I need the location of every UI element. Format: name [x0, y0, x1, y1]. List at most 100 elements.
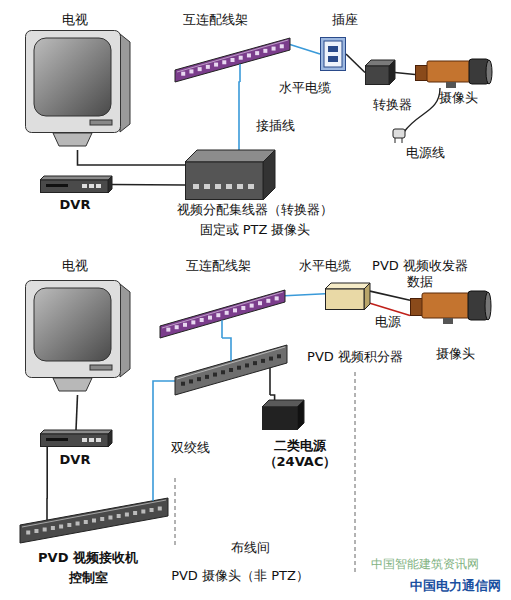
dvr-recorder-illustration [40, 430, 112, 447]
node-label: 转换器 [362, 97, 422, 113]
node-label: 互连配线架 [168, 258, 268, 274]
video-receiver-part [51, 526, 55, 530]
node-label: 摄像头 [425, 346, 485, 362]
video-integrator-part [277, 354, 281, 358]
node-label: DVR [45, 197, 105, 213]
video-transceiver: PVD 视频收发器 [325, 283, 370, 310]
wall-socket-part [321, 38, 346, 71]
watermark: 中国智能建筑资讯网 [350, 556, 500, 572]
patch-panel-part [222, 60, 226, 64]
node-label: PVD 视频收发器 [360, 258, 480, 274]
video-transceiver-part [325, 283, 370, 289]
video-receiver-part [92, 519, 96, 523]
video-integrator-part [229, 368, 233, 372]
node-label: 二类电源 （24VAC） [260, 438, 340, 470]
patch-panel-part [250, 304, 254, 308]
video-transceiver-part [364, 283, 370, 310]
video-integrator-part [253, 361, 257, 365]
zone-label: 布线间 [210, 540, 290, 556]
tv-monitor-part [26, 31, 131, 147]
tv-monitor-part [34, 288, 111, 361]
patch-panel-part [181, 72, 185, 76]
dvr-recorder: DVR [40, 430, 112, 447]
camera: 摄像头 [415, 58, 493, 88]
video-receiver-part [20, 498, 168, 543]
camera-illustration [415, 58, 493, 88]
patch-panel-part [177, 40, 288, 72]
patch-panel: 互连配线架 [175, 38, 290, 82]
converter-illustration [365, 60, 395, 85]
video-integrator-part [245, 363, 249, 367]
tv-monitor-part [90, 120, 112, 125]
wall-socket-part [324, 41, 342, 67]
video-integrator-part [261, 359, 265, 363]
patch-panel-illustration [160, 290, 285, 338]
video-receiver-part [84, 520, 88, 524]
zone-label: 控制室 [48, 570, 128, 586]
cable-connector [270, 395, 275, 400]
patch-panel-part [241, 306, 245, 310]
wall-socket-part [321, 38, 346, 71]
video-integrator-part [213, 373, 217, 377]
patch-panel-part [247, 53, 251, 57]
patch-panel-part [221, 320, 223, 338]
patch-panel-part [206, 65, 210, 69]
video-hub-part [185, 150, 275, 162]
power-supply: 二类电源 （24VAC） [262, 400, 304, 430]
patch-panel-part [239, 64, 241, 82]
dvr-recorder-part [108, 430, 112, 447]
video-transceiver-part [325, 283, 370, 310]
camera-part [416, 66, 428, 81]
patch-panel-part [233, 308, 237, 312]
power-supply-part [263, 407, 298, 430]
dvr-recorder-part [89, 438, 94, 442]
video-receiver-part [26, 531, 30, 535]
camera-part [443, 318, 453, 324]
tv-monitor-part [26, 31, 121, 133]
cable-connector [222, 338, 231, 345]
node-label: DVR [45, 452, 105, 468]
cable-connector [112, 184, 185, 186]
video-receiver-part [67, 523, 71, 527]
wall-socket-part [328, 56, 338, 62]
video-integrator-part [221, 370, 225, 374]
dvr-recorder-part [108, 176, 112, 193]
patch-panel-part [225, 311, 229, 315]
dvr-recorder-part [40, 430, 112, 447]
dvr-recorder-part [96, 438, 101, 442]
patch-panel-part [175, 38, 290, 82]
tv-monitor-part [26, 281, 121, 378]
camera-part [422, 293, 470, 318]
cable-connector [395, 73, 415, 75]
edge-label: 水平电缆 [285, 258, 365, 274]
cable-connector [76, 395, 78, 430]
patch-panel-part [183, 323, 187, 327]
patch-panel-part [200, 318, 204, 322]
node-label: PVD 视频接收机 [8, 550, 168, 566]
video-receiver-part [117, 514, 121, 518]
video-receiver-part [100, 517, 104, 521]
dvr-recorder-illustration [40, 176, 112, 193]
dvr-recorder-part [40, 176, 112, 180]
patch-panel: 互连配线架 [160, 290, 285, 338]
camera-part [427, 61, 471, 82]
patch-panel-part [275, 296, 279, 300]
tv-monitor-part [120, 34, 130, 132]
patch-panel-part [175, 38, 290, 82]
video-hub: 视频分配集线器（转换器） [185, 150, 275, 200]
video-hub-part [226, 184, 232, 189]
cable-connector [238, 82, 241, 150]
camera: 摄像头 [410, 290, 492, 324]
video-receiver-part [59, 525, 63, 529]
wall-socket-part [328, 46, 338, 52]
video-integrator-part [175, 345, 287, 395]
edge-label: 双绞线 [150, 440, 230, 456]
dvr-recorder-part [40, 176, 112, 193]
node-label: 互连配线架 [165, 12, 265, 28]
tv-monitor-illustration [25, 280, 130, 395]
cable-connector [46, 447, 48, 498]
patch-panel-part [272, 47, 276, 51]
video-hub-part [215, 184, 221, 189]
node-label: 摄像头 [428, 90, 488, 106]
tv-monitor: 电视 [25, 30, 130, 150]
